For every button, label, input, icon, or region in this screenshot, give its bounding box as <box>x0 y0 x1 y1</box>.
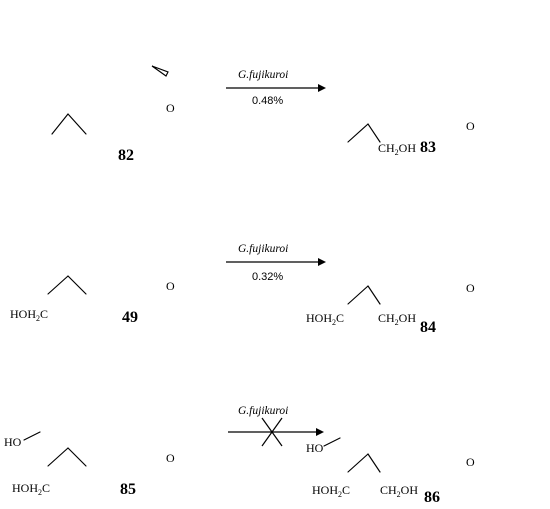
compound-83-structure <box>340 16 522 143</box>
yield-label-2: 0.32% <box>252 271 283 283</box>
compound-number-86: 86 <box>424 489 440 506</box>
ch2oh-group-84: CH2OH <box>378 311 416 327</box>
hydroxyl-86: HO <box>306 441 324 455</box>
hoh2c-group-85: HOH2C <box>12 481 50 497</box>
organism-label-2: G.fujikuroi <box>238 243 288 255</box>
compound-number-82: 82 <box>118 147 134 164</box>
hoh2c-group-49: HOH2C <box>10 307 48 323</box>
ch2oh-group-83: CH2OH <box>378 141 416 157</box>
compound-number-84: 84 <box>420 319 436 336</box>
reaction-arrow-3-blocked <box>228 417 324 447</box>
hoh2c-group-84: HOH2C <box>306 311 344 327</box>
ketone-oxygen-85: O <box>166 451 175 465</box>
compound-number-83: 83 <box>420 139 436 156</box>
ketone-oxygen-49: O <box>166 279 175 293</box>
ketone-oxygen-86: O <box>466 455 475 469</box>
compound-49-structure <box>40 168 222 295</box>
compound-number-49: 49 <box>122 309 138 326</box>
compound-84-structure <box>340 178 522 305</box>
yield-label-1: 0.48% <box>252 95 283 107</box>
ketone-oxygen-84: O <box>466 281 475 295</box>
ketone-oxygen-82: O <box>166 101 175 115</box>
organism-label-3: G.fujikuroi <box>238 405 288 417</box>
hoh2c-group-86: HOH2C <box>312 483 350 499</box>
compound-number-85: 85 <box>120 481 136 498</box>
reaction-arrow-2 <box>226 258 326 266</box>
ch2oh-group-86: CH2OH <box>380 483 418 499</box>
reaction-arrow-1 <box>226 84 326 92</box>
compound-86-structure <box>323 346 522 473</box>
organism-label-1: G.fujikuroi <box>238 69 288 81</box>
compound-82-structure <box>40 6 222 135</box>
ketone-oxygen-83: O <box>466 119 475 133</box>
hydroxyl-85: HO <box>4 435 22 449</box>
compound-85-structure <box>23 340 222 467</box>
